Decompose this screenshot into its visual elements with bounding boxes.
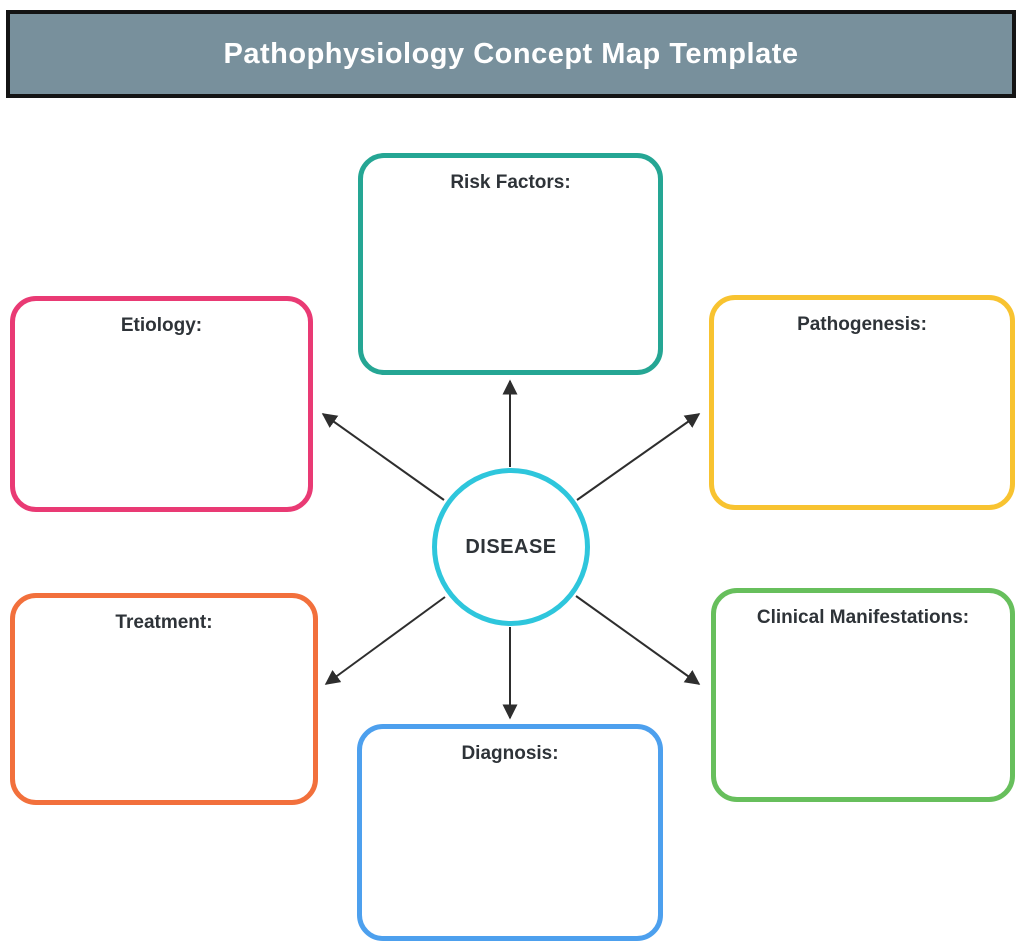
box-risk-factors-label: Risk Factors:: [450, 172, 571, 193]
title-banner: Pathophysiology Concept Map Template: [6, 10, 1016, 98]
disease-node: DISEASE: [432, 468, 590, 626]
box-diagnosis-label: Diagnosis:: [461, 743, 559, 764]
arrow-disease-to-etiology: [321, 413, 445, 501]
box-clinical-manifestations-blank-area: [716, 629, 1010, 751]
box-clinical-manifestations-label: Clinical Manifestations:: [756, 607, 970, 628]
arrow-disease-to-treatment: [324, 596, 446, 685]
box-diagnosis-blank-area: [362, 765, 658, 889]
box-pathogenesis: Pathogenesis:: [709, 295, 1015, 510]
disease-node-label: DISEASE: [465, 535, 557, 558]
arrow-disease-to-clinical-manifestations: [575, 595, 701, 685]
box-treatment-label: Treatment:: [115, 612, 213, 633]
box-risk-factors-blank-area: [363, 194, 658, 321]
box-risk-factors: Risk Factors:: [358, 153, 663, 375]
box-etiology-label: Etiology:: [120, 315, 203, 336]
box-treatment-blank-area: [15, 634, 313, 755]
box-clinical-manifestations: Clinical Manifestations:: [711, 588, 1015, 802]
box-pathogenesis-blank-area: [714, 336, 1010, 459]
arrow-disease-to-pathogenesis: [576, 413, 701, 501]
box-diagnosis: Diagnosis:: [357, 724, 663, 941]
box-pathogenesis-label: Pathogenesis:: [797, 314, 927, 335]
box-etiology: Etiology:: [10, 296, 313, 512]
box-etiology-blank-area: [15, 337, 308, 461]
box-treatment: Treatment:: [10, 593, 318, 805]
page-title: Pathophysiology Concept Map Template: [223, 37, 799, 70]
